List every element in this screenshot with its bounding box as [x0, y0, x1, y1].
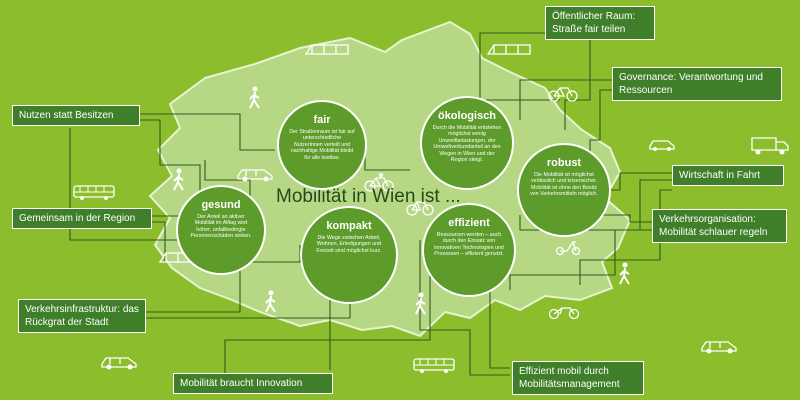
pedestrian-icon: [173, 168, 184, 191]
label-oeffentlicher-raum: Öffentlicher Raum: Straße fair teilen: [545, 6, 655, 40]
pedestrian-icon: [415, 292, 426, 315]
car-icon: [237, 169, 273, 182]
label-effizient-mobil: Effizient mobil durch Mobilitätsmanageme…: [512, 361, 644, 395]
circle-effizient-title: effizient: [448, 217, 490, 229]
circle-oekologisch-title: ökologisch: [437, 110, 497, 122]
circle-fair: fair Der Straßenraum ist fair auf unters…: [277, 100, 367, 190]
motorcycle-icon: [548, 307, 580, 320]
pedestrian-icon: [619, 262, 630, 285]
bus-icon: [413, 358, 455, 373]
circle-gesund: gesund Der Anteil an aktiver Mobilität i…: [176, 185, 266, 275]
circle-kompakt: kompakt Die Wege zwischen Arbeit, Wohnen…: [300, 206, 398, 304]
pedestrian-icon: [265, 290, 276, 313]
car-icon: [101, 357, 137, 370]
main-title: Mobilität in Wien ist ...: [276, 186, 461, 207]
scooter-icon: [555, 241, 581, 256]
label-wirtschaft-in-fahrt: Wirtschaft in Fahrt: [672, 165, 784, 186]
train-icon: [304, 44, 349, 55]
truck-icon: [751, 137, 789, 155]
circle-gesund-text: Der Anteil an aktiver Mobilität im Allta…: [190, 214, 252, 240]
label-verkehrsorganisation: Verkehrsorganisation: Mobilität schlauer…: [652, 209, 787, 243]
circle-robust-text: Die Mobilität ist möglichst verlässlich …: [530, 172, 598, 198]
pedestrian-icon: [249, 86, 260, 109]
circle-fair-title: fair: [313, 114, 331, 126]
bicycle-icon: [364, 173, 394, 192]
circle-robust: robust Die Mobilität ist möglichst verlä…: [517, 143, 611, 237]
circle-kompakt-title: kompakt: [326, 220, 372, 232]
circle-robust-title: robust: [546, 157, 582, 169]
train-icon: [486, 44, 531, 55]
label-nutzen-statt-besitzen: Nutzen statt Besitzen: [12, 105, 140, 126]
bicycle-icon: [548, 87, 578, 102]
label-gemeinsam-in-der-region: Gemeinsam in der Region: [12, 208, 152, 229]
circle-fair-text: Der Straßenraum ist fair auf unterschied…: [289, 129, 355, 161]
label-verkehrsinfrastruktur: Verkehrsinfrastruktur: das Rückgrat der …: [18, 299, 146, 333]
label-governance: Governance: Verantwortung und Ressourcen: [612, 67, 782, 101]
circle-gesund-title: gesund: [201, 199, 241, 211]
circle-effizient: effizient Ressourcen werden – auch durch…: [422, 203, 516, 297]
circle-kompakt-text: Die Wege zwischen Arbeit, Wohnen, Erledi…: [316, 235, 382, 254]
car-icon: [649, 140, 675, 151]
circle-oekologisch-text: Durch die Mobilität entstehen möglichst …: [432, 125, 502, 164]
circle-oekologisch: ökologisch Durch die Mobilität entstehen…: [420, 96, 514, 190]
label-mobilitaet-braucht-innovation: Mobilität braucht Innovation: [173, 373, 333, 394]
bicycle-icon: [406, 201, 434, 216]
circle-effizient-text: Ressourcen werden – auch durch den Einsa…: [434, 232, 504, 258]
bus-icon: [73, 185, 115, 200]
car-icon: [701, 341, 737, 354]
